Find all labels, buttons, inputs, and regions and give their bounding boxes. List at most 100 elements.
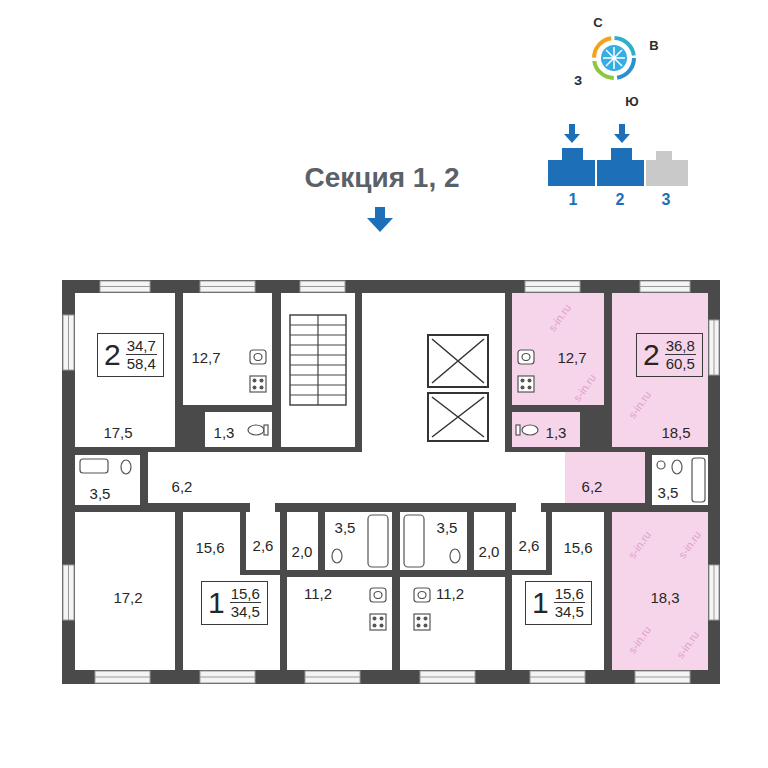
toilet bbox=[672, 460, 682, 474]
room bbox=[565, 452, 645, 503]
room-area: 18,5 bbox=[661, 425, 690, 440]
total-area: 60,5 bbox=[665, 355, 696, 372]
room-area: 12,7 bbox=[557, 350, 586, 365]
toilet bbox=[522, 425, 538, 435]
apartment-label: 236,860,5 bbox=[636, 333, 703, 377]
room-area: 3,5 bbox=[90, 486, 111, 501]
elevator bbox=[428, 335, 488, 387]
sink-bowl bbox=[254, 354, 262, 361]
sink bbox=[518, 350, 534, 364]
sink bbox=[250, 350, 266, 364]
room bbox=[552, 512, 604, 582]
elevator-cross bbox=[432, 339, 484, 383]
toilet bbox=[121, 460, 131, 474]
area-fraction: 36,860,5 bbox=[665, 337, 696, 373]
burner bbox=[380, 617, 384, 621]
room-area: 11,2 bbox=[436, 586, 464, 601]
burner bbox=[417, 617, 421, 621]
section-block bbox=[597, 148, 644, 186]
burner bbox=[373, 617, 377, 621]
section-title: Секция 1, 2 bbox=[304, 164, 459, 192]
section-number: 1 bbox=[569, 192, 578, 208]
section-arrow bbox=[614, 124, 630, 143]
stove-burners bbox=[253, 379, 532, 628]
room bbox=[183, 512, 240, 582]
room-area: 15,6 bbox=[195, 540, 224, 555]
compass-letter: Ю bbox=[625, 95, 638, 108]
room-area: 1,3 bbox=[546, 425, 567, 440]
elevator bbox=[428, 393, 488, 441]
room bbox=[183, 575, 280, 670]
sink bbox=[370, 588, 386, 602]
compass-letter: З bbox=[574, 74, 582, 87]
burner bbox=[528, 379, 532, 383]
burner bbox=[417, 624, 421, 628]
room-area: 17,2 bbox=[113, 590, 142, 605]
compass-star bbox=[603, 47, 625, 69]
apartment-label: 115,634,5 bbox=[525, 581, 592, 625]
burner bbox=[424, 624, 428, 628]
section-arrow bbox=[564, 124, 580, 143]
room-count: 2 bbox=[104, 340, 121, 370]
living-area: 15,6 bbox=[554, 585, 585, 603]
wall-mass bbox=[62, 280, 720, 684]
burner bbox=[424, 617, 428, 621]
compass-ring bbox=[594, 38, 634, 78]
room bbox=[183, 293, 272, 405]
burner bbox=[373, 624, 377, 628]
room bbox=[148, 452, 565, 503]
bathtub bbox=[80, 459, 108, 473]
burner bbox=[528, 386, 532, 390]
area-fraction: 15,634,5 bbox=[230, 585, 261, 621]
burner bbox=[521, 386, 525, 390]
highlighted-flat bbox=[512, 293, 708, 670]
room bbox=[205, 412, 272, 447]
compass-core bbox=[601, 45, 627, 71]
stove bbox=[518, 376, 534, 392]
burner bbox=[260, 386, 264, 390]
section-number: 2 bbox=[616, 192, 625, 208]
living-area: 15,6 bbox=[230, 585, 261, 603]
bath-fixtures bbox=[80, 425, 705, 567]
rooms bbox=[75, 293, 708, 670]
washbasin bbox=[657, 461, 665, 469]
area-fraction: 15,634,5 bbox=[554, 585, 585, 621]
room-area: 2,6 bbox=[253, 538, 274, 553]
room bbox=[325, 512, 392, 570]
room-area: 2,0 bbox=[479, 544, 500, 559]
room-count: 1 bbox=[532, 588, 549, 618]
doorway bbox=[250, 502, 275, 513]
compass-ring bbox=[594, 38, 634, 78]
stove bbox=[250, 376, 266, 392]
room-area: 11,2 bbox=[304, 586, 332, 601]
stove bbox=[370, 614, 386, 630]
room bbox=[512, 512, 546, 570]
room-area: 3,5 bbox=[335, 520, 356, 535]
room-area: 15,6 bbox=[563, 540, 592, 555]
kitchen-fixtures bbox=[250, 350, 534, 630]
toilet-tank bbox=[264, 425, 268, 435]
compass-letter: В bbox=[649, 39, 658, 52]
section-block bbox=[646, 151, 688, 186]
bathtub bbox=[692, 458, 705, 502]
room bbox=[281, 293, 355, 447]
room bbox=[287, 512, 318, 570]
room-area: 18,3 bbox=[650, 590, 679, 605]
room bbox=[75, 455, 140, 505]
sink-bowl bbox=[418, 592, 426, 599]
room bbox=[75, 293, 175, 447]
burner bbox=[253, 386, 257, 390]
room-area: 6,2 bbox=[582, 479, 603, 494]
room bbox=[652, 455, 708, 505]
room-area: 6,2 bbox=[172, 479, 193, 494]
total-area: 34,5 bbox=[554, 603, 585, 620]
total-area: 34,5 bbox=[230, 603, 261, 620]
room-area: 2,0 bbox=[292, 544, 313, 559]
room-count: 1 bbox=[208, 588, 225, 618]
apartment-label: 234,758,4 bbox=[97, 333, 164, 377]
room-area: 3,5 bbox=[658, 485, 679, 500]
room bbox=[400, 577, 505, 670]
toilet-tank bbox=[516, 425, 520, 435]
doorway bbox=[516, 502, 541, 513]
